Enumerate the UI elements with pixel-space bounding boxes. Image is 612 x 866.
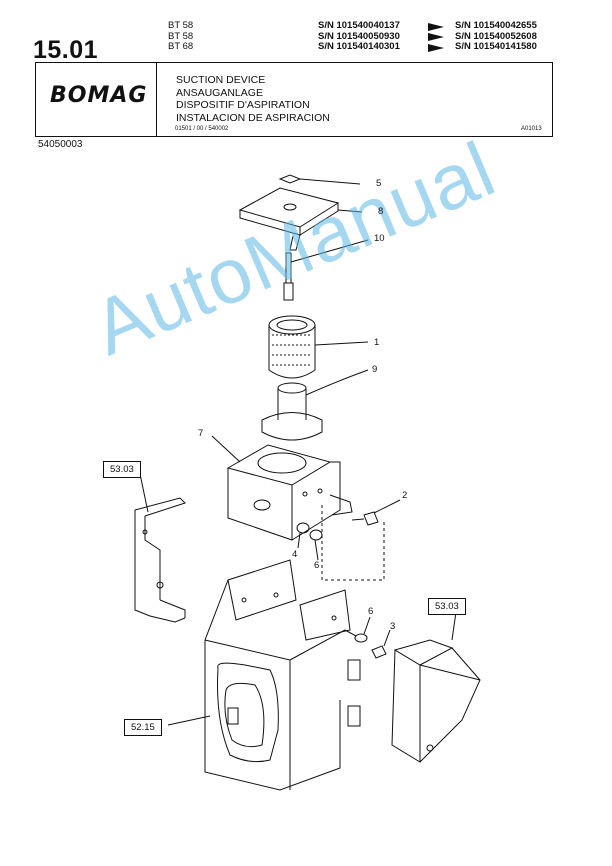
bomag-logo: BOMAG	[50, 83, 148, 108]
serial-to-1: S/N 101540042655	[455, 20, 537, 31]
serial-to-3: S/N 101540141580	[455, 41, 537, 52]
filter-housing-part	[261, 369, 369, 441]
serial-to-2: S/N 101540052608	[455, 30, 537, 42]
callout-7: 7	[198, 428, 204, 439]
serial-from-1: S/N 101540040137	[318, 20, 400, 31]
serial-from-3: S/N 101540140301	[318, 41, 400, 52]
title-list: SUCTION DEVICE ANSAUGANLAGE DISPOSITIF D…	[176, 74, 330, 124]
cover-plate-part	[238, 187, 363, 251]
bolt-part	[351, 499, 401, 526]
title-en: SUCTION DEVICE	[176, 74, 266, 86]
title-divider	[156, 62, 157, 137]
serial-from-list: S/N 101540040137 S/N 101540050930 S/N 10…	[318, 20, 400, 53]
callout-4: 4	[292, 549, 298, 560]
main-frame-part	[167, 559, 361, 791]
model-2: BT 58	[168, 30, 194, 42]
serial-to-list: S/N 101540042655 S/N 101540052608 S/N 10…	[455, 20, 537, 53]
callout-6: 6	[368, 606, 374, 617]
arrow-right-icon	[428, 44, 444, 52]
callout-8: 8	[378, 206, 384, 217]
wing-nut-part	[278, 174, 361, 185]
serial-from-2: S/N 101540050930	[318, 30, 400, 42]
document-number: 54050003	[38, 139, 83, 150]
washer-bolt-right-part	[344, 616, 391, 659]
reference-box-53-03-left: 53.03	[103, 461, 141, 478]
callout-2: 2	[402, 490, 408, 501]
callout-1: 1	[374, 337, 380, 348]
title-de: ANSAUGANLAGE	[176, 86, 263, 99]
model-3: BT 68	[168, 41, 194, 52]
callout-5: 5	[376, 178, 382, 189]
title-es: INSTALACION DE ASPIRACION	[176, 111, 330, 124]
title-block	[35, 62, 553, 137]
callout-6: 6	[314, 560, 320, 571]
reference-code: 01501 / 00 / 540002	[175, 126, 229, 132]
stud-bolt-part	[283, 239, 369, 301]
left-bracket-part	[134, 473, 186, 623]
drawing-code: A01013	[521, 126, 542, 132]
reference-box-52-15: 52.15	[124, 719, 162, 736]
filter-insert-part	[268, 315, 369, 379]
reference-box-53-03-right: 53.03	[428, 598, 466, 615]
arrow-right-icon	[428, 33, 444, 41]
title-fr: DISPOSITIF D'ASPIRATION	[176, 99, 310, 111]
callout-10: 10	[374, 233, 385, 244]
housing-bracket-part	[211, 435, 353, 541]
model-list: BT 58 BT 58 BT 68	[168, 20, 194, 53]
arrow-right-icon	[428, 23, 444, 31]
section-number: 15.01	[33, 36, 99, 64]
right-cover-part	[391, 611, 481, 763]
callout-3: 3	[390, 621, 396, 632]
model-1: BT 58	[168, 20, 194, 31]
callout-9: 9	[372, 364, 378, 375]
assembly-line	[321, 505, 385, 581]
